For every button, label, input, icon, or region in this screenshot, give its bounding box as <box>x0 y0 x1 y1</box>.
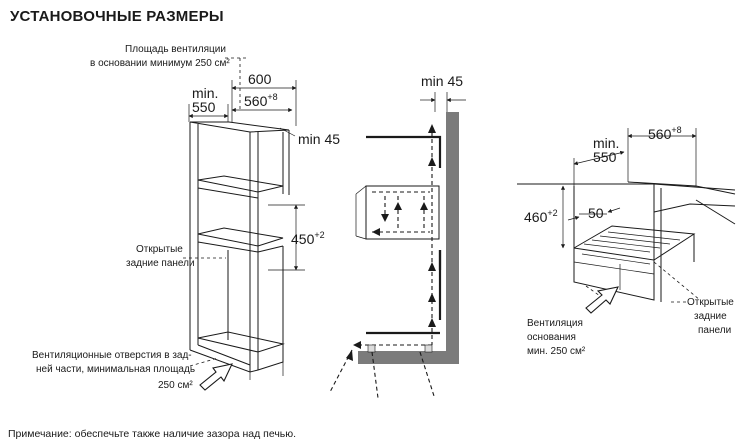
dim-560-label: 560+8 <box>244 92 278 109</box>
under-counter-figure: 560+8 min. 550 460+2 50 <box>517 125 736 357</box>
floor-wall <box>358 351 459 364</box>
right-dim-460-label: 460+2 <box>524 208 558 225</box>
open-back-panels-label-line2: задние панели <box>126 258 195 269</box>
open-back-panels-label-line1: Открытые <box>136 244 183 255</box>
right-open-back-label-line2: задние <box>694 311 727 322</box>
side-section-figure: min 45 <box>329 73 466 399</box>
tall-cabinet-figure: Площадь вентиляции в основании минимум 2… <box>32 44 340 391</box>
vent-holes-label-line2: ней части, минимальная площадь <box>36 364 195 375</box>
right-vent-label-line3: мин. 250 см² <box>527 346 586 357</box>
vent-area-label-line2: в основании минимум 250 см² <box>90 58 230 69</box>
right-dim-550-label: 550 <box>593 149 617 165</box>
airflow-arrow <box>199 363 233 391</box>
right-dim-560-label: 560+8 <box>648 125 682 142</box>
footnote: Примечание: обеспечьте также наличие заз… <box>8 428 296 440</box>
right-vent-label-line2: основания <box>527 332 576 343</box>
dim-550-label: 550 <box>192 99 216 115</box>
diagram-title: УСТАНОВОЧНЫЕ РАЗМЕРЫ <box>10 8 224 25</box>
right-dim-50-label: 50 <box>588 205 604 221</box>
dim-min-label: min. <box>192 85 218 101</box>
right-open-back-label-line1: Открытые <box>687 297 734 308</box>
right-dim-min-label: min. <box>593 135 619 151</box>
dim-600-label: 600 <box>248 71 272 87</box>
right-airflow-arrow <box>585 286 619 314</box>
dim-min45-label: min 45 <box>298 131 340 147</box>
vent-area-label-line1: Площадь вентиляции <box>125 44 226 55</box>
middle-dim-min45-label: min 45 <box>421 73 463 89</box>
wall <box>446 112 459 364</box>
right-vent-label-line1: Вентиляция <box>527 318 583 329</box>
vent-holes-label-line3: 250 см² <box>158 380 193 391</box>
vent-holes-label-line1: Вентиляционные отверстия в зад- <box>32 350 192 361</box>
right-open-back-label-line3: панели <box>698 325 731 336</box>
